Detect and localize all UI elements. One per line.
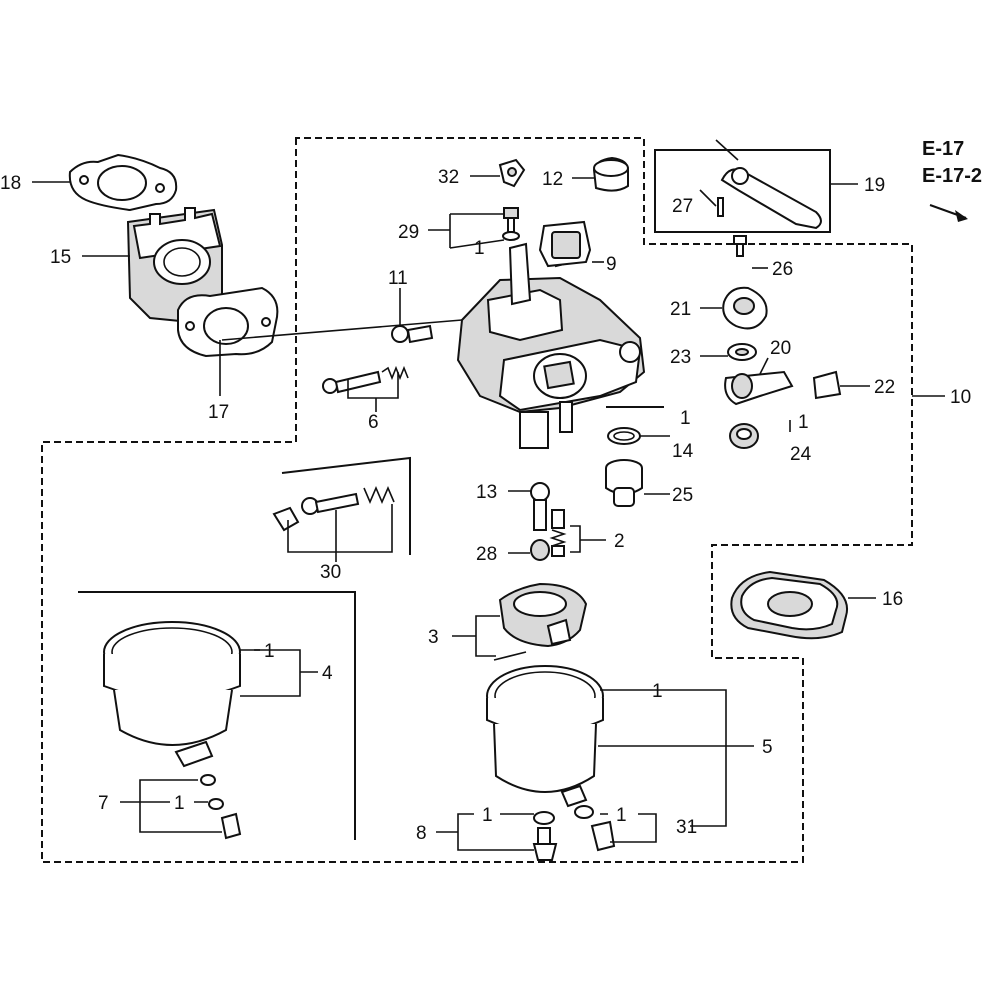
- leader-lines: [32, 175, 945, 851]
- seal-24: [729, 423, 759, 449]
- callout-27: 27: [672, 196, 693, 217]
- group-line-30: [281, 456, 411, 555]
- reference-e17: E-17: [922, 138, 964, 160]
- callout-5: 5: [762, 737, 773, 758]
- callout-labels: 18 15 17 32 12 29 1 9 11 6 30 19 27 26 2…: [0, 167, 971, 844]
- pin-27: [717, 197, 724, 217]
- screw-6: [322, 365, 409, 394]
- jet-13: [530, 482, 550, 531]
- callout-23: 23: [670, 347, 691, 368]
- float-bowl-5: [486, 665, 604, 808]
- callout-29: 29: [398, 222, 419, 243]
- callout-4: 4: [322, 663, 333, 684]
- callout-20: 20: [770, 338, 791, 359]
- callout-1-oring: 1: [680, 408, 691, 429]
- screw-32: [498, 158, 526, 188]
- callout-13: 13: [476, 482, 497, 503]
- callout-1-drain-screw: 1: [616, 805, 627, 826]
- callout-1-needle: 1: [474, 238, 485, 259]
- jet-25: [605, 459, 643, 507]
- callout-6: 6: [368, 412, 379, 433]
- callout-1-seal: 1: [798, 412, 809, 433]
- choke-lever-19: [715, 139, 822, 230]
- gasket-18: [68, 153, 178, 212]
- lever-21: [722, 286, 768, 330]
- callout-9: 9: [606, 254, 617, 275]
- drain-screw-7: [200, 774, 242, 840]
- lever-9: [538, 220, 592, 268]
- callout-7: 7: [98, 793, 109, 814]
- callout-10: 10: [950, 387, 971, 408]
- pilot-screw-30: [272, 485, 395, 532]
- callout-8: 8: [416, 823, 427, 844]
- washer-23: [727, 343, 757, 361]
- screw-26: [733, 235, 747, 257]
- callout-11: 11: [388, 268, 408, 289]
- callout-14: 14: [672, 441, 694, 462]
- drain-bolt-8: [532, 811, 558, 861]
- callout-12: 12: [542, 169, 563, 190]
- callout-31: 31: [676, 817, 697, 838]
- needle-set-2: [549, 509, 567, 557]
- washer-28: [530, 539, 550, 561]
- float-3: [493, 582, 588, 661]
- callout-24: 24: [790, 444, 812, 465]
- clip-22: [812, 370, 842, 400]
- callout-16: 16: [882, 589, 903, 610]
- reference-arrow: [929, 204, 968, 222]
- callout-22: 22: [874, 377, 895, 398]
- callout-1-bowl-left: 1: [264, 641, 275, 662]
- callout-21: 21: [670, 299, 691, 320]
- cap-12: [592, 156, 629, 192]
- spacer-15: [126, 207, 223, 324]
- gasket-17: [177, 286, 279, 358]
- group-line-4: [78, 591, 356, 840]
- gasket-16: [730, 570, 848, 640]
- callout-1-bowl-center: 1: [652, 681, 663, 702]
- callout-25: 25: [672, 485, 693, 506]
- callout-18: 18: [0, 173, 21, 194]
- callout-19: 19: [864, 175, 885, 196]
- callout-1-drain-bolt: 1: [482, 805, 493, 826]
- needle-29: [502, 207, 520, 241]
- callout-26: 26: [772, 259, 793, 280]
- arm-20: [724, 370, 794, 406]
- callout-15: 15: [50, 247, 71, 268]
- o-ring-14: [607, 427, 641, 445]
- callout-1-drain-left: 1: [174, 793, 185, 814]
- callout-32: 32: [438, 167, 459, 188]
- callout-3: 3: [428, 627, 439, 648]
- drain-screw-31: [574, 805, 616, 852]
- callout-28: 28: [476, 544, 497, 565]
- screw-11: [391, 324, 434, 344]
- callout-17: 17: [208, 402, 229, 423]
- group-line-19: [654, 149, 831, 233]
- float-bowl-4: [103, 621, 241, 768]
- callout-2: 2: [614, 531, 625, 552]
- assembly-boundary: [41, 137, 913, 863]
- reference-e17-2: E-17-2: [922, 165, 982, 187]
- callout-30: 30: [320, 562, 341, 583]
